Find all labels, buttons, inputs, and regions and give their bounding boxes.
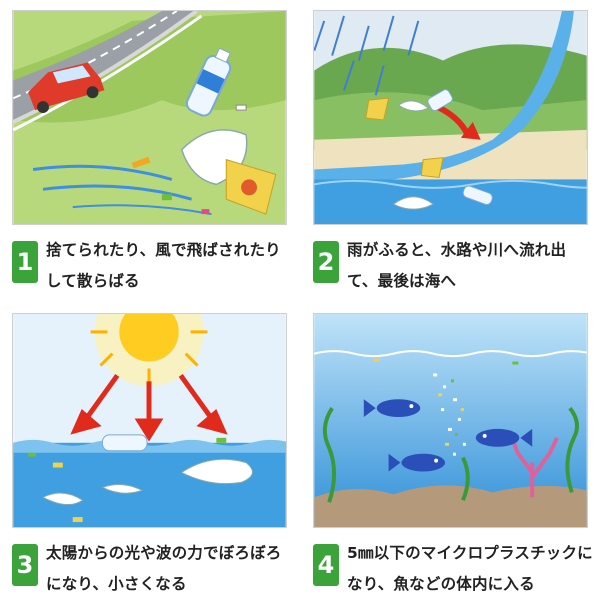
step-2-panel: 2 雨がふると、水路や川へ流れ出て、最後は海へ [313,10,588,297]
step-4-caption: 4 5㎜以下のマイクロプラスチックになり、魚などの体内に入る [313,538,593,600]
step-description: 雨がふると、水路や川へ流れ出て、最後は海へ [347,241,567,290]
step-1-caption: 1 捨てられたり、風で飛ばされたりして散らばる [12,235,287,297]
step-3-panel: 3 太陽からの光や波の力でぼろぼろになり、小さくなる [12,313,287,600]
step-description: 太陽からの光や波の力でぼろぼろになり、小さくなる [46,544,282,593]
coral-icon [510,436,559,498]
step-2-caption: 2 雨がふると、水路や川へ流れ出て、最後は海へ [313,235,588,297]
fish-icon [363,399,421,418]
step-1-panel: 1 捨てられたり、風で飛ばされたりして散らばる [12,10,287,297]
car-icon [28,62,105,114]
step-description: 5㎜以下のマイクロプラスチックになり、魚などの体内に入る [347,544,593,593]
step-number-badge: 4 [313,544,339,586]
scene-sun-waves [12,313,287,528]
step-number-badge: 1 [12,241,38,283]
step-4-panel: 4 5㎜以下のマイクロプラスチックになり、魚などの体内に入る [313,313,593,600]
step-number-badge: 3 [12,544,38,586]
fish-icon [388,453,446,472]
fish-icon [475,428,533,447]
step-3-caption: 3 太陽からの光や波の力でぼろぼろになり、小さくなる [12,538,287,600]
bottle-icon [185,47,232,117]
scene-rain-river [313,10,588,225]
scene-microplastics-underwater [313,313,588,528]
step-description: 捨てられたり、風で飛ばされたりして散らばる [46,241,281,290]
step-number-badge: 2 [313,241,339,283]
scene-litter-roadside [12,10,287,225]
